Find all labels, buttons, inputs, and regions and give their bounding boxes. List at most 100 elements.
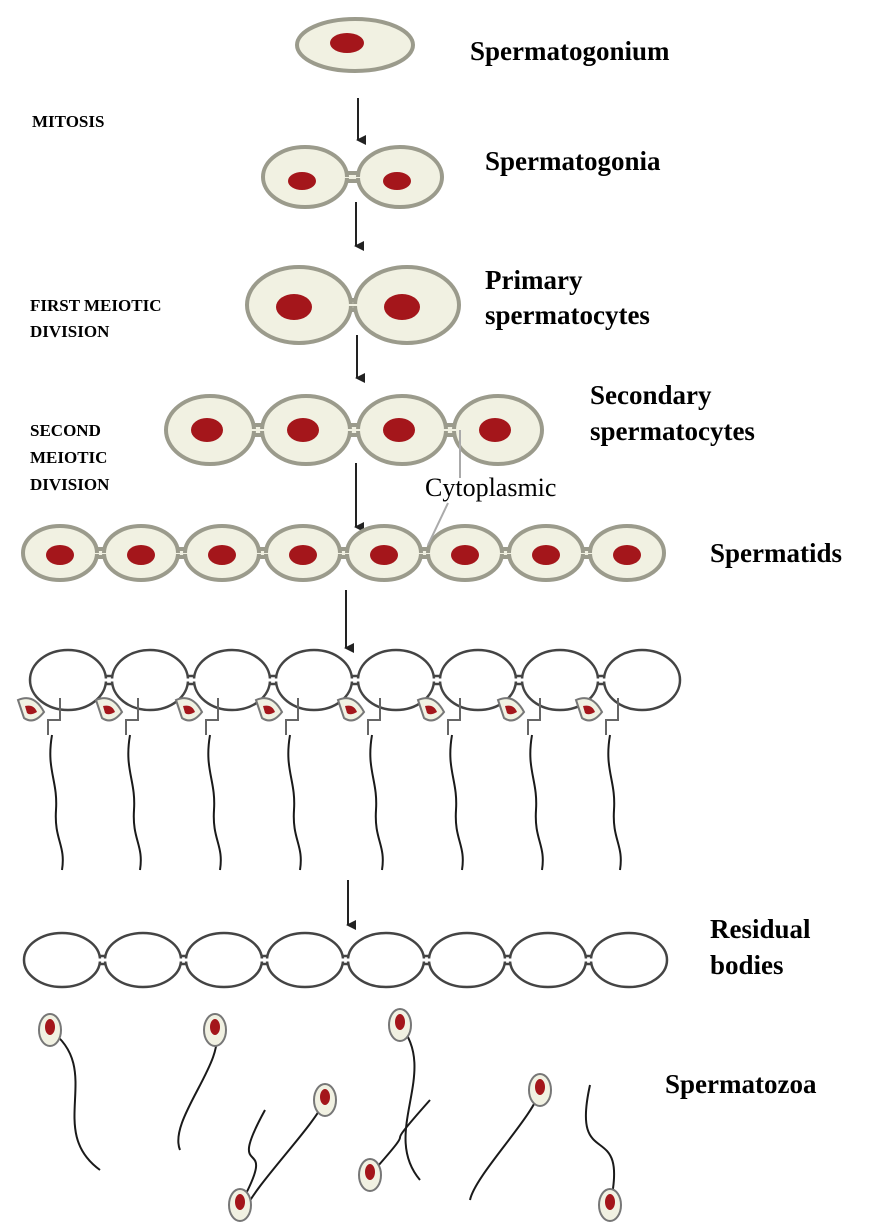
sperm-tail [608,735,621,870]
bridge-lumen [590,679,612,682]
spermatozoon [245,1084,336,1210]
nucleus [613,545,641,565]
sperm-nucleus [365,1164,375,1180]
label-second-meiotic-line1: SECOND [30,420,101,441]
nucleus [370,545,398,565]
bridge-lumen [332,553,355,554]
cell [30,650,106,710]
nucleus [127,545,155,565]
cell [24,933,100,987]
label-mitosis: MITOSIS [32,111,104,132]
cell-row-secondary-spermatocytes [166,396,542,464]
label-primary-line2: spermatocytes [485,300,650,331]
sperm-tail [586,1085,614,1205]
bridge-lumen [254,959,275,962]
nucleus [276,294,312,320]
spermatozoon [470,1074,551,1200]
bridge-lumen [344,679,366,682]
sperm-tail [530,735,543,870]
elongating-spermatid [18,698,63,870]
sperm-tail [208,735,221,870]
label-secondary-line1: Secondary [590,380,712,411]
cell [429,933,505,987]
cell-row-spermatids [23,526,664,580]
label-spermatogonia: Spermatogonia [485,146,661,177]
spermatozoon [389,1009,420,1180]
bridge-lumen [413,553,436,554]
sperm-tail [178,1030,216,1150]
nucleus [383,418,415,442]
label-residual-line1: Residual [710,914,811,945]
sperm-tail [400,1025,420,1180]
bridge-lumen [497,959,518,962]
sperm-nucleus [605,1194,615,1210]
bridge-lumen [262,679,284,682]
cell [591,933,667,987]
nucleus [479,418,511,442]
sperm-nucleus [235,1194,245,1210]
nucleus [46,545,74,565]
bridge-lumen [246,429,270,431]
sperm-nucleus [395,1014,405,1030]
nucleus [288,172,316,190]
label-primary-line1: Primary [485,265,582,296]
cell [186,933,262,987]
bridge-lumen [416,959,437,962]
nucleus [289,545,317,565]
cell-row-primary-spermatocytes [247,267,459,343]
bridge-lumen [575,553,598,554]
cell [267,933,343,987]
bridge-lumen [98,679,120,682]
cell-row-residual-bodies [24,933,667,987]
label-spermatids: Spermatids [710,538,842,569]
bridge-lumen [92,959,113,962]
cell-row-spermatogonia [263,147,442,207]
bridge-lumen [180,679,202,682]
nucleus [532,545,560,565]
elongating-spermatid [256,698,301,870]
label-first-meiotic-line2: DIVISION [30,321,109,342]
cell [510,933,586,987]
label-secondary-line2: spermatocytes [590,416,755,447]
elongating-spermatid [418,698,463,870]
sperm-tail [50,735,63,870]
bridge-lumen [335,959,356,962]
elongating-spermatid [96,698,141,870]
sperm-nucleus [535,1079,545,1095]
elongating-spermatid [576,698,621,870]
nucleus [287,418,319,442]
nucleus [208,545,236,565]
label-second-meiotic-line2: MEIOTIC [30,447,107,468]
bridge-lumen [339,177,366,178]
nucleus [191,418,223,442]
sperm-nucleus [320,1089,330,1105]
sperm-tail [50,1030,100,1170]
bridge-lumen [438,429,462,431]
nucleus [330,33,364,53]
label-cytoplasmic-bridge: Cytoplasmic [425,473,556,503]
sperm-tail [450,735,463,870]
cell [105,933,181,987]
bridge-lumen [578,959,599,962]
elongating-spermatid [338,698,383,870]
bridge-lumen [426,679,448,682]
cell [604,650,680,710]
bridge-lumen [251,553,274,554]
nucleus [384,294,420,320]
sperm-tail [470,1090,540,1200]
label-spermatogonium: Spermatogonium [470,36,670,67]
sperm-tail [288,735,301,870]
arrows-layer [346,98,358,925]
elongating-spermatid [176,698,221,870]
spermatozoon [39,1014,100,1170]
nucleus [383,172,411,190]
bridge-lumen [170,553,193,554]
nucleus [451,545,479,565]
sperm-nucleus [210,1019,220,1035]
spermatozoon [178,1014,226,1150]
cell-row-spermatogonium [297,19,413,71]
label-second-meiotic-line3: DIVISION [30,474,109,495]
label-first-meiotic-line1: FIRST MEIOTIC [30,295,161,316]
bridge-lumen [173,959,194,962]
